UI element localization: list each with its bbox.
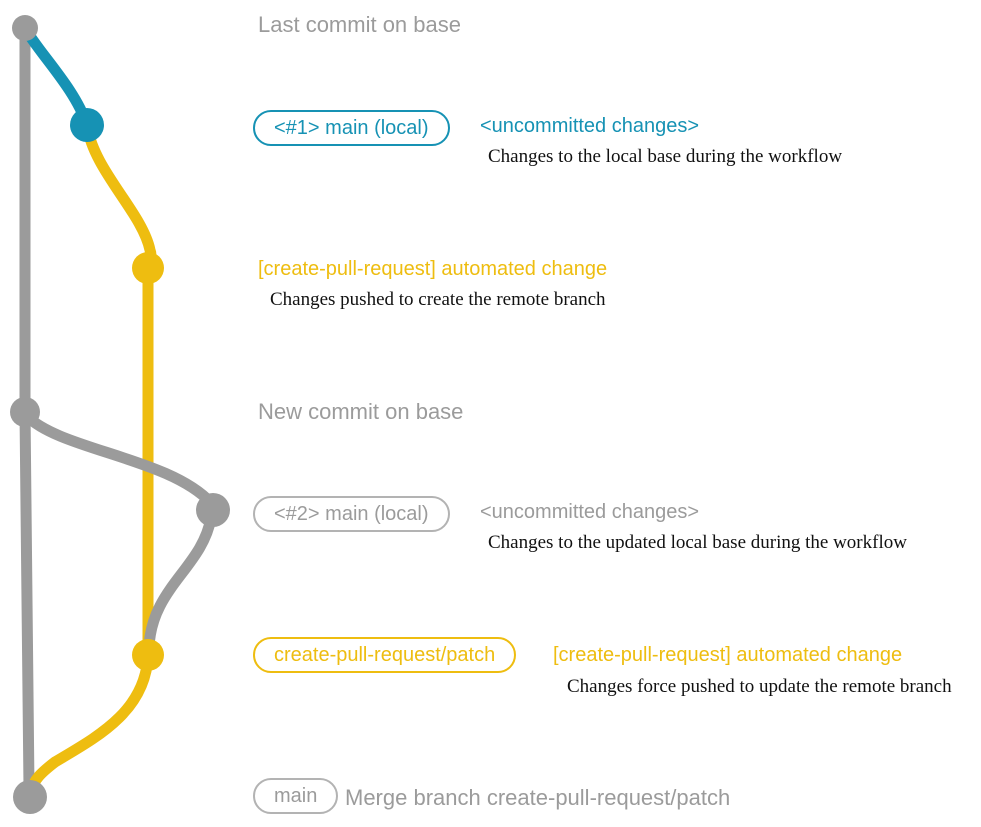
commit-node-last-base	[12, 15, 38, 41]
commit-node-automated-change-1	[132, 252, 164, 284]
automated-change-2-description: Changes force pushed to update the remot…	[567, 676, 952, 697]
local-main-2-branch-line-back	[143, 512, 217, 654]
uncommitted-changes-1-description: Changes to the local base during the wor…	[488, 146, 843, 167]
last-commit-on-base-label: Last commit on base	[258, 12, 461, 37]
uncommitted-changes-2-label: <uncommitted changes>	[480, 501, 700, 523]
commit-node-local-main-2	[196, 493, 230, 527]
branch-badge-main: main	[253, 778, 339, 814]
branch-badge-create-pull-request-patch: create-pull-request/patch	[253, 637, 517, 673]
new-commit-on-base-label: New commit on base	[258, 399, 464, 424]
uncommitted-changes-1-label: <uncommitted changes>	[480, 115, 700, 137]
branch-badge-main-local-1: <#1> main (local)	[253, 110, 450, 146]
commit-node-automated-change-2	[132, 639, 164, 671]
local-main-1-branch-line	[19, 22, 93, 131]
uncommitted-changes-2-description: Changes to the updated local base during…	[488, 532, 907, 553]
local-main-2-branch-line-out	[21, 410, 217, 509]
automated-change-1-description: Changes pushed to create the remote bran…	[270, 289, 606, 310]
branch-badge-main-local-2: <#2> main (local)	[253, 496, 450, 532]
pr-branch-line-upper	[81, 119, 157, 661]
merge-commit-message: Merge branch create-pull-request/patch	[345, 785, 731, 810]
commit-node-new-base	[10, 397, 40, 427]
pr-branch-line-merge	[25, 649, 154, 798]
automated-change-1-label: [create-pull-request] automated change	[258, 258, 608, 280]
commit-node-local-main-1	[70, 108, 104, 142]
commit-node-merge	[13, 780, 47, 814]
automated-change-2-label: [create-pull-request] automated change	[553, 644, 903, 666]
